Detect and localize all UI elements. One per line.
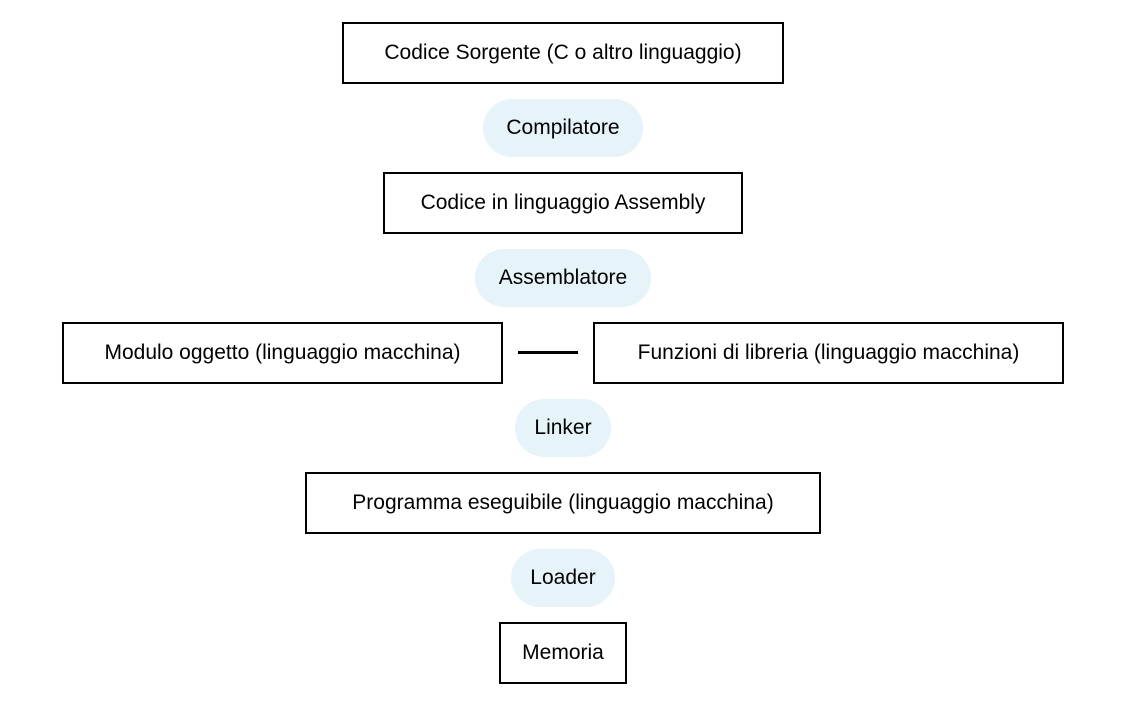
assembler-label: Assemblatore <box>498 266 628 289</box>
compiler-label: Compilatore <box>506 116 620 139</box>
link-connector-line <box>518 351 578 354</box>
assembler-step: Assemblatore <box>475 249 651 307</box>
source-code-label: Codice Sorgente (C o altro linguaggio) <box>384 41 742 64</box>
compiler-step: Compilatore <box>483 99 643 157</box>
source-code-box: Codice Sorgente (C o altro linguaggio) <box>342 22 784 84</box>
memory-label: Memoria <box>522 641 604 664</box>
loader-label: Loader <box>530 566 596 589</box>
executable-program-label: Programma eseguibile (linguaggio macchin… <box>352 491 774 514</box>
assembly-code-box: Codice in linguaggio Assembly <box>383 172 743 234</box>
executable-program-box: Programma eseguibile (linguaggio macchin… <box>305 472 821 534</box>
linker-step: Linker <box>515 399 611 457</box>
object-module-box: Modulo oggetto (linguaggio macchina) <box>62 322 503 384</box>
assembly-code-label: Codice in linguaggio Assembly <box>420 191 706 214</box>
loader-step: Loader <box>511 549 615 607</box>
library-functions-label: Funzioni di libreria (linguaggio macchin… <box>637 341 1020 364</box>
linker-label: Linker <box>534 416 592 439</box>
library-functions-box: Funzioni di libreria (linguaggio macchin… <box>593 322 1064 384</box>
object-module-label: Modulo oggetto (linguaggio macchina) <box>104 341 461 364</box>
memory-box: Memoria <box>499 622 627 684</box>
